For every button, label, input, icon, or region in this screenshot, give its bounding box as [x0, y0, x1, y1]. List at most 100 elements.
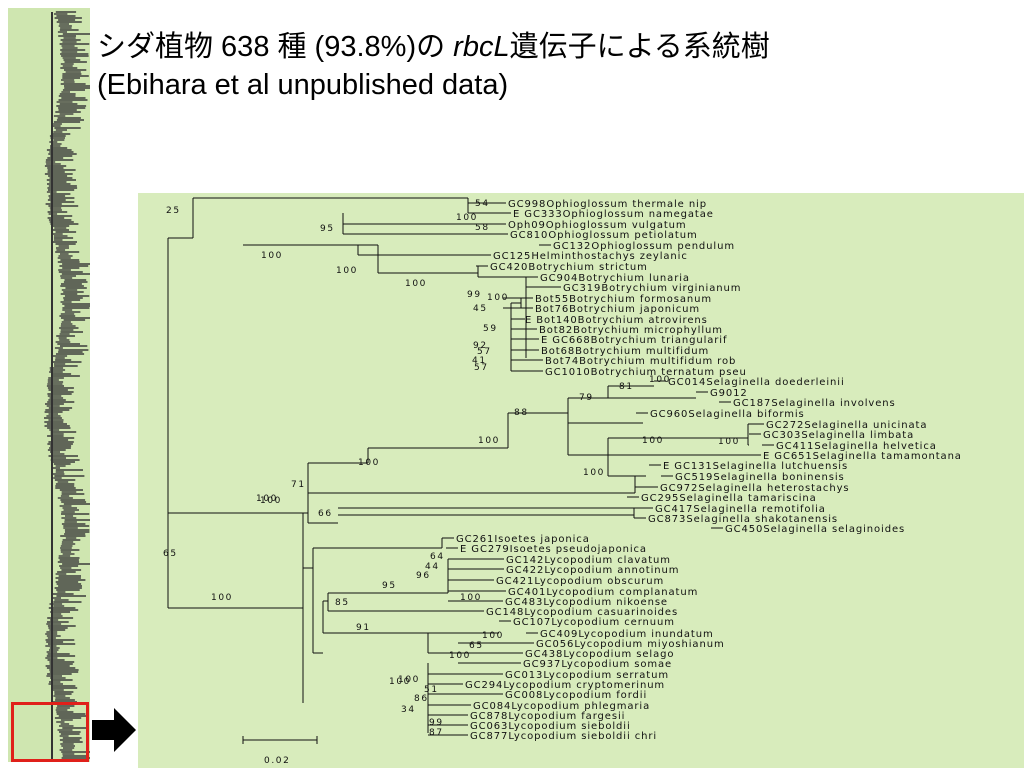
taxon-label: GC878Lycopodium fargesii	[470, 711, 625, 722]
bootstrap-value: 100	[389, 677, 411, 687]
bootstrap-value: 100	[487, 293, 509, 303]
bootstrap-value: 51	[424, 685, 439, 695]
taxon-label: GC998Ophioglossum thermale nip	[508, 199, 707, 210]
taxon-label: E GC651Selaginella tamamontana	[763, 451, 962, 462]
taxon-label: GC873Selaginella shakotanensis	[648, 514, 838, 525]
bootstrap-value: 100	[460, 593, 482, 603]
bootstrap-value: 87	[429, 728, 444, 738]
title-part1: シダ植物 638 種 (93.8%)の	[97, 31, 454, 63]
bootstrap-value: 96	[416, 571, 431, 581]
title-gene-name: rbcL	[453, 31, 510, 63]
taxon-label: Bot76Botrychium japonicum	[535, 304, 700, 315]
taxon-label: Bot82Botrychium microphyllum	[539, 325, 723, 336]
bootstrap-value: 100	[261, 251, 283, 261]
bootstrap-value: 34	[401, 705, 416, 715]
taxon-label: E Bot140Botrychium atrovirens	[525, 315, 708, 326]
tree-overview-drawing	[44, 11, 90, 760]
bootstrap-value: 66	[318, 509, 333, 519]
title-line2: (Ebihara et al unpublished data)	[97, 69, 509, 101]
bootstrap-value: 71	[291, 480, 306, 490]
bootstrap-value: 95	[320, 224, 335, 234]
taxon-label: GC142Lycopodium clavatum	[506, 555, 671, 566]
taxon-label: G9012	[710, 388, 748, 399]
taxon-label: GC401Lycopodium complanatum	[508, 587, 698, 598]
taxon-label: GC417Selaginella remotifolia	[655, 504, 826, 515]
taxon-label: E GC131Selaginella lutchuensis	[663, 461, 848, 472]
bootstrap-value: 57	[477, 347, 492, 357]
taxon-label: GC420Botrychium strictum	[490, 262, 648, 273]
bootstrap-value: 57	[474, 363, 489, 373]
bootstrap-value: 79	[579, 393, 594, 403]
bootstrap-value: 85	[335, 598, 350, 608]
bootstrap-value: 25	[166, 206, 181, 216]
bootstrap-value: 86	[414, 694, 429, 704]
bootstrap-value: 44	[425, 562, 440, 572]
bootstrap-value: 100	[456, 213, 478, 223]
bootstrap-value: 95	[382, 581, 397, 591]
taxon-label: GC303Selaginella limbata	[763, 430, 914, 441]
bootstrap-value: 100	[405, 279, 427, 289]
taxon-label: GC014Selaginella doederleinii	[668, 377, 845, 388]
taxon-label: Bot74Botrychium multifidum rob	[545, 356, 736, 367]
bootstrap-value: 100	[449, 651, 471, 661]
tree-overview-thumbnail	[8, 8, 90, 762]
taxon-label: GC187Selaginella involvens	[733, 398, 896, 409]
bootstrap-value: 92	[473, 341, 488, 351]
taxon-label: GC972Selaginella heterostachys	[660, 483, 850, 494]
bootstrap-value: 45	[473, 304, 488, 314]
taxon-label: GC409Lycopodium inundatum	[540, 629, 714, 640]
taxon-label: GC483Lycopodium nikoense	[505, 597, 668, 608]
taxon-label: GC125Helminthostachys zeylanic	[493, 251, 688, 262]
taxon-label: GC013Lycopodium serratum	[505, 670, 669, 681]
taxon-label: GC261Isoetes japonica	[456, 534, 590, 545]
taxon-label: GC937Lycopodium somae	[523, 659, 672, 670]
taxon-label: GC295Selaginella tamariscina	[641, 493, 817, 504]
bootstrap-value: 65	[469, 641, 484, 651]
taxon-label: Oph09Ophioglossum vulgatum	[508, 220, 687, 231]
taxon-label: GC148Lycopodium casuarinoides	[486, 607, 678, 618]
taxon-label: GC411Selaginella helvetica	[776, 441, 937, 452]
taxon-label: GC319Botrychium virginianum	[563, 283, 741, 294]
taxon-label: GC519Selaginella boninensis	[675, 472, 845, 483]
bootstrap-value: 41	[472, 356, 487, 366]
taxon-label: GC450Selaginella selaginoides	[725, 524, 905, 535]
taxon-label: GC877Lycopodium sieboldii chri	[470, 731, 657, 742]
bootstrap-value: 100	[718, 437, 740, 447]
taxon-label: GC008Lycopodium fordii	[505, 690, 647, 701]
taxon-label: GC084Lycopodium phlegmaria	[473, 701, 650, 712]
bootstrap-value: 58	[475, 223, 490, 233]
taxon-label: GC904Botrychium lunaria	[540, 273, 690, 284]
bootstrap-value: 100	[211, 593, 233, 603]
taxon-label: GC294Lycopodium cryptomerinum	[465, 680, 665, 691]
bootstrap-value: 100	[642, 436, 664, 446]
taxon-label: GC438Lycopodium selago	[525, 649, 674, 660]
taxon-label: Bot68Botrychium multifidum	[541, 346, 709, 357]
taxon-label: GC107Lycopodium cernuum	[513, 617, 675, 628]
bootstrap-value: 100	[358, 458, 380, 468]
bootstrap-value: 64	[430, 552, 445, 562]
taxon-label: Bot55Botrychium formosanum	[535, 294, 712, 305]
taxon-label: E GC668Botrychium triangularif	[541, 335, 727, 346]
bootstrap-value: 100	[583, 468, 605, 478]
bootstrap-value: 91	[356, 623, 371, 633]
taxon-label: GC422Lycopodium annotinum	[506, 565, 679, 576]
bootstrap-value: 100	[649, 375, 671, 385]
zoom-region-highlight	[11, 702, 89, 762]
bootstrap-value: 100	[336, 266, 358, 276]
taxon-label: GC810Ophioglossum petiolatum	[510, 230, 698, 241]
taxon-label: GC063Lycopodium sieboldii	[470, 721, 631, 732]
bootstrap-value: 88	[514, 408, 529, 418]
bootstrap-value: 100	[256, 494, 278, 504]
taxon-label: GC1010Botrychium ternatum pseu	[545, 367, 747, 378]
taxon-label: GC421Lycopodium obscurum	[496, 576, 664, 587]
bootstrap-value: 59	[483, 324, 498, 334]
bootstrap-value: 65	[163, 549, 178, 559]
taxon-label: GC056Lycopodium miyoshianum	[536, 639, 725, 650]
right-arrow-icon	[92, 708, 136, 752]
bootstrap-value: 100	[482, 631, 504, 641]
title-part2: 遺伝子による系統樹	[509, 31, 770, 63]
taxon-label: E GC333Ophioglossum namegatae	[513, 209, 714, 220]
scale-bar-label: 0.02	[264, 756, 290, 766]
